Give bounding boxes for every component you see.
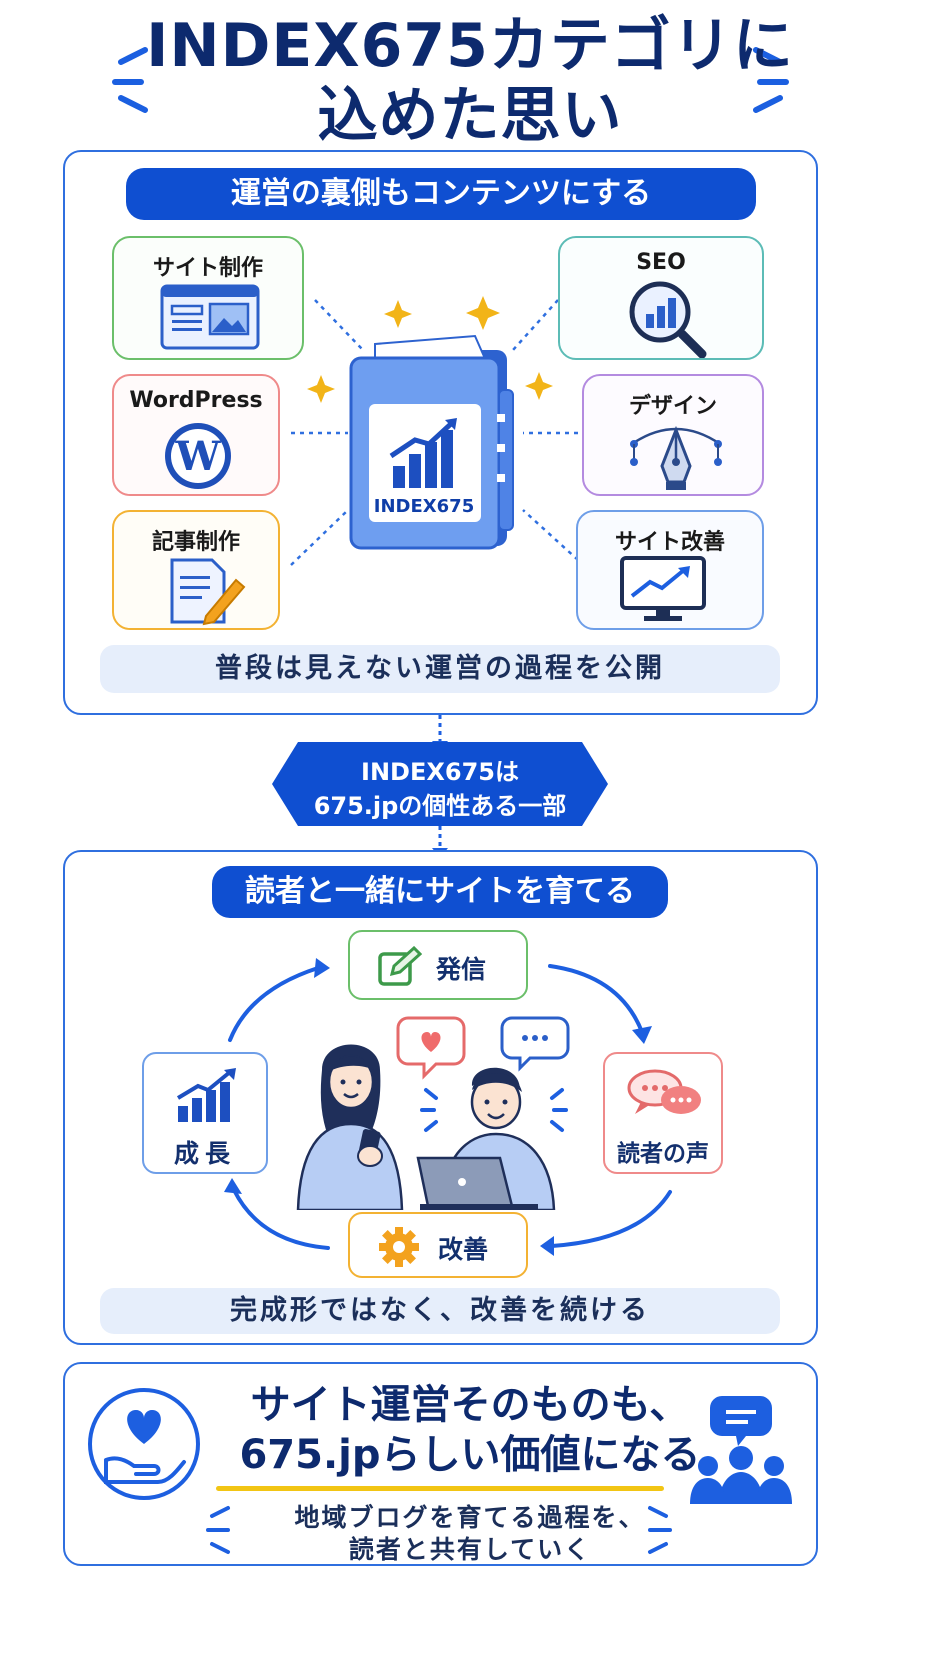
- section1-footer: 普段は見えない運営の過程を公開: [100, 645, 780, 693]
- card-site-production: サイト制作: [112, 236, 304, 360]
- cycle-arrows: [224, 958, 672, 1256]
- card-article-production: 記事制作: [112, 510, 280, 630]
- monitor-chart-icon: [620, 556, 706, 621]
- title-burst-right-icon: [753, 47, 789, 113]
- page-title-line2: 込めた思い: [317, 81, 623, 151]
- page-title-line1: INDEX675カテゴリに: [146, 11, 794, 81]
- document-pencil-icon: [170, 558, 246, 626]
- cycle-improve: 改善: [348, 1212, 528, 1278]
- binder-label: INDEX675: [373, 496, 475, 517]
- section3-sub-line1: 地域ブログを育てる過程を、: [294, 1503, 646, 1532]
- growth-chart-icon: [176, 1068, 236, 1122]
- section3-sub-line2: 読者と共有していく: [348, 1535, 592, 1564]
- hub-connectors: [290, 296, 579, 566]
- bridge-line2: 675.jpの個性ある一部: [313, 792, 567, 820]
- card-design: デザイン: [582, 374, 764, 496]
- headline-underline: [216, 1486, 664, 1491]
- wordpress-icon: W: [165, 423, 231, 489]
- edit-square-icon: [378, 946, 422, 986]
- section2-footer: 完成形ではなく、改善を続ける: [100, 1288, 780, 1334]
- pen-tool-icon: [630, 425, 722, 490]
- section3-headline-line1: サイト運営そのものも、: [250, 1382, 690, 1428]
- gear-icon: [379, 1227, 419, 1267]
- chat-bubbles-icon: [627, 1069, 701, 1114]
- section3-headline-line2: 675.jpらしい価値になる: [239, 1432, 701, 1478]
- magnifier-chart-icon: [629, 281, 707, 358]
- readers-illustration: [296, 1016, 570, 1210]
- card-seo: SEO: [558, 236, 764, 360]
- bridge-line1: INDEX675は: [361, 758, 519, 786]
- cycle-reader-voice: 読者の声: [603, 1052, 723, 1174]
- index675-binder-icon: [349, 334, 514, 550]
- community-icon: [690, 1396, 792, 1504]
- cycle-growth: 成長: [142, 1052, 268, 1174]
- title-burst-left-icon: [112, 47, 148, 113]
- hand-heart-icon: [88, 1388, 200, 1500]
- section2-heading: 読者と一緒にサイトを育てる: [212, 866, 668, 918]
- sub-burst-right-icon: [648, 1506, 672, 1554]
- cycle-post: 発信: [348, 930, 528, 1000]
- section1-heading: 運営の裏側もコンテンツにする: [126, 168, 756, 220]
- card-site-improvement: サイト改善: [576, 510, 764, 630]
- bridge-hexagon: [272, 742, 608, 826]
- svg-text:W: W: [175, 433, 222, 480]
- sub-burst-left-icon: [206, 1506, 230, 1554]
- card-wordpress: WordPress W: [112, 374, 280, 496]
- website-layout-icon: [160, 284, 260, 350]
